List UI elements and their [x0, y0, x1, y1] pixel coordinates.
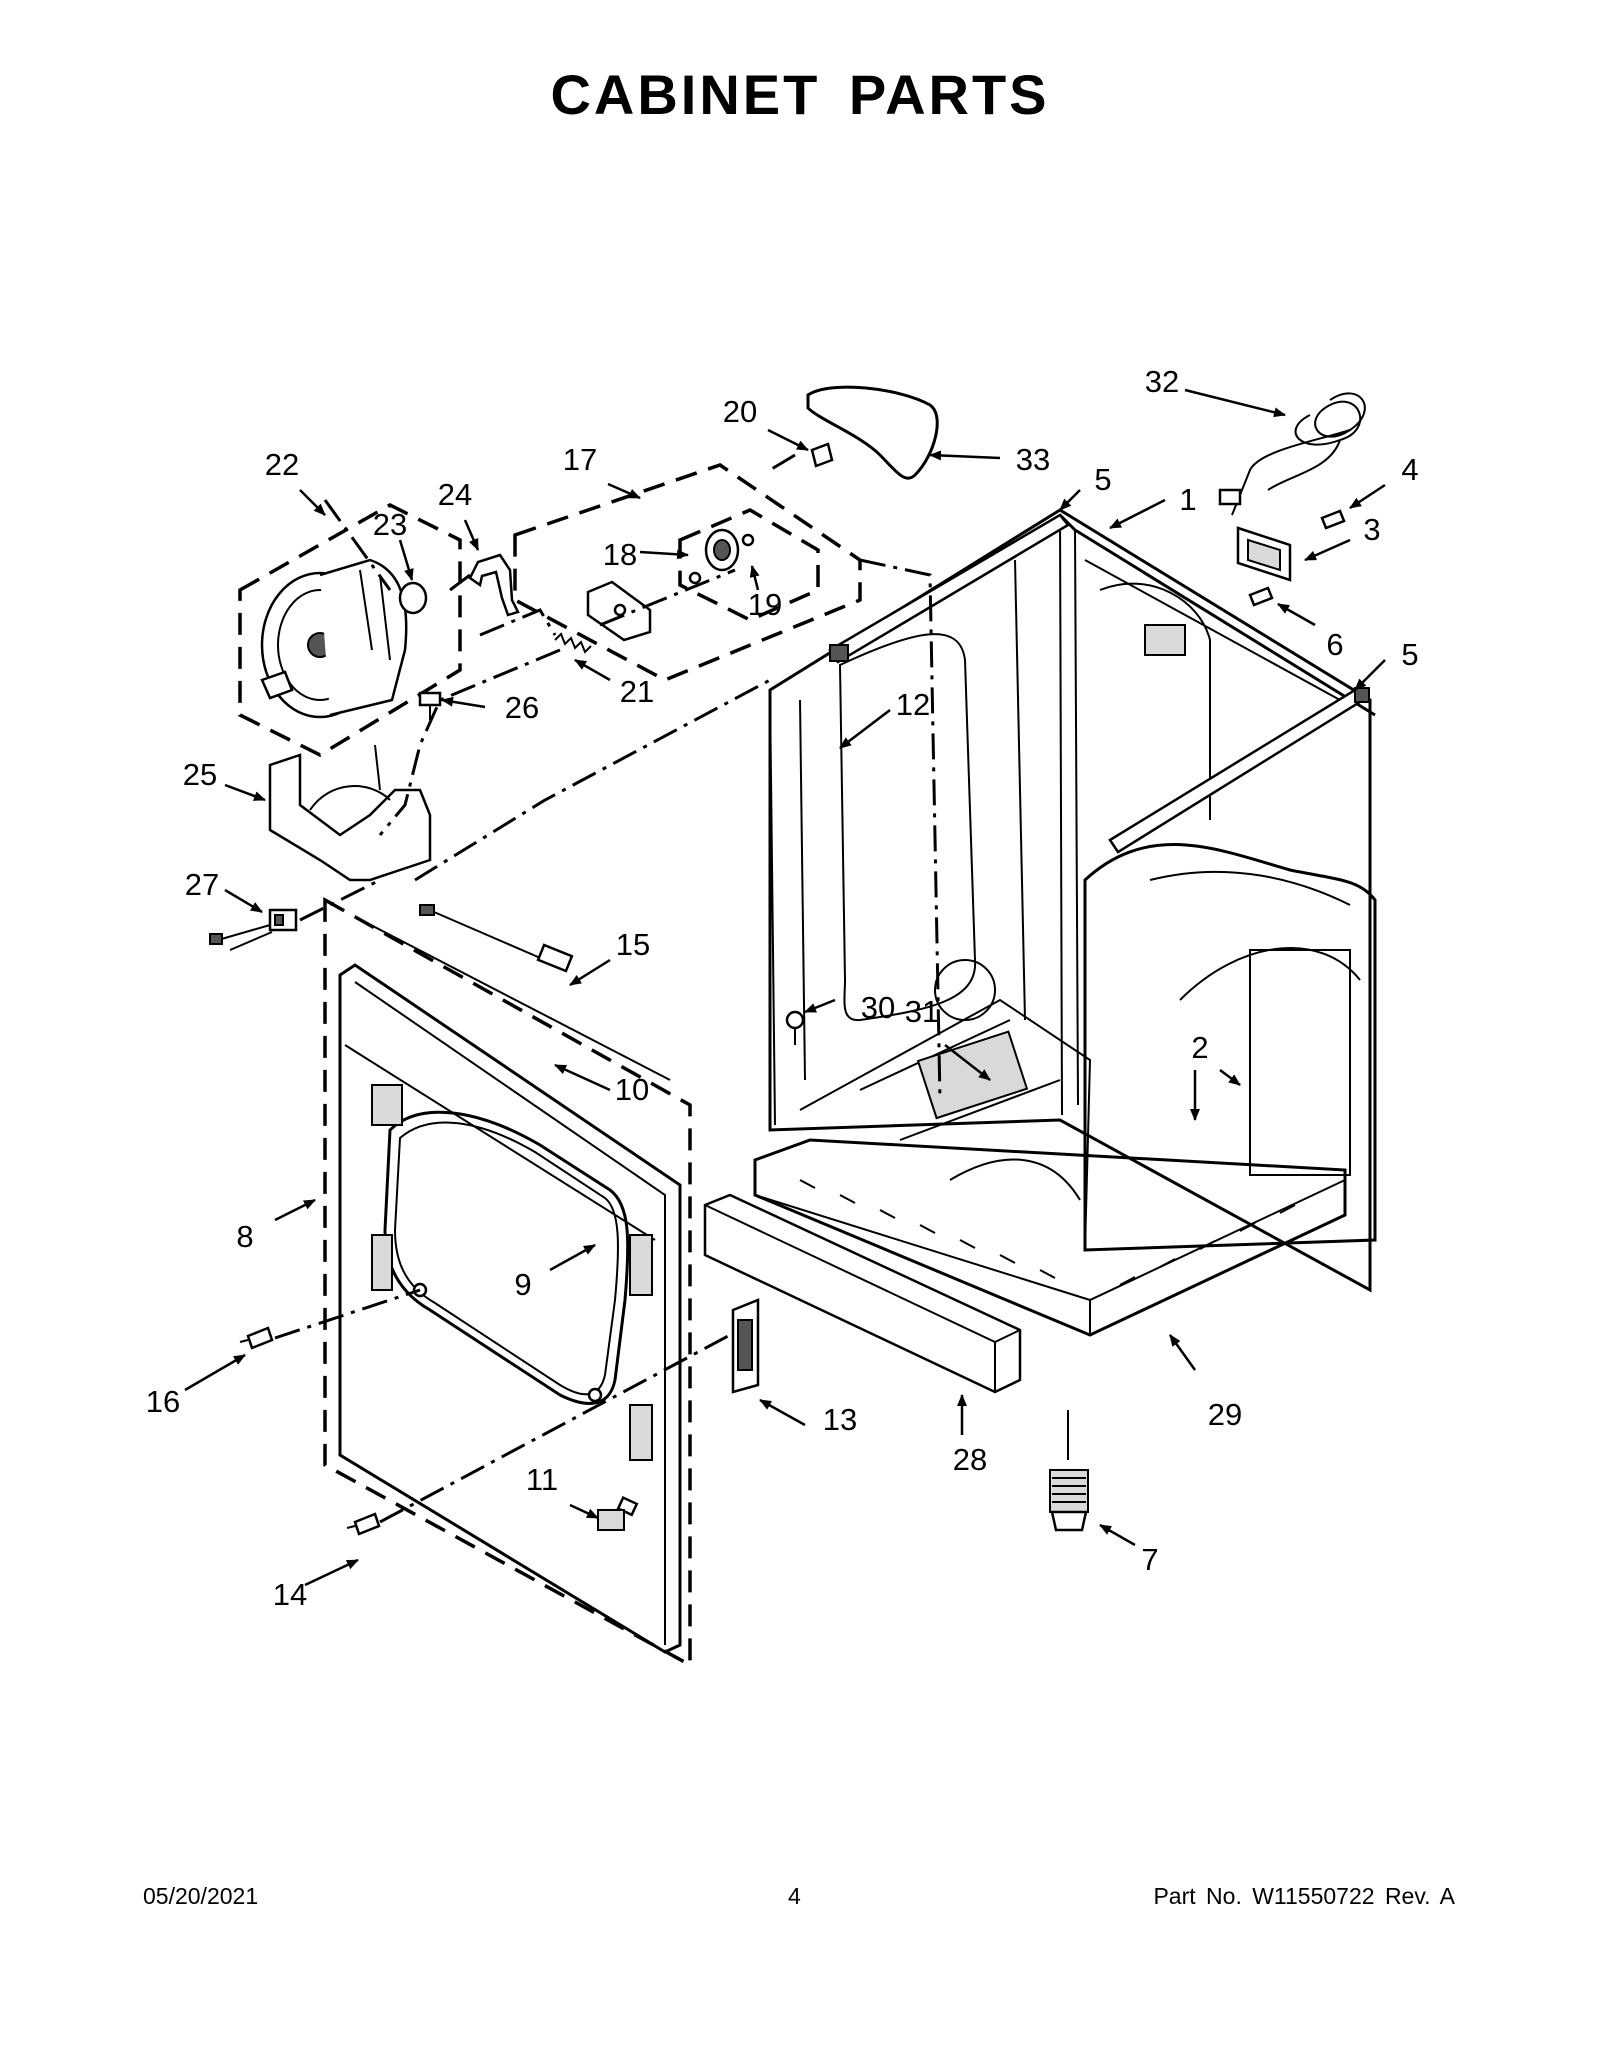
- motor-mount-part: [268, 744, 432, 882]
- callout-12: 12: [896, 687, 930, 722]
- callout-11: 11: [526, 1462, 558, 1497]
- callout-4: 4: [1401, 452, 1418, 487]
- motor-part: [260, 558, 408, 719]
- callout-15: 15: [616, 927, 650, 962]
- power-cord-part: [1218, 392, 1366, 516]
- page-number: 4: [788, 1883, 801, 1909]
- callout-10: 10: [615, 1072, 649, 1107]
- callout-27: 27: [185, 867, 219, 902]
- screw-part: [785, 1010, 805, 1045]
- motor-bracket-part: [468, 553, 520, 617]
- callout-24: 24: [438, 477, 472, 512]
- callout-6: 6: [1326, 627, 1343, 662]
- callout-31: 31: [905, 994, 939, 1029]
- part-number: Part No. W11550722 Rev. A: [1153, 1883, 1455, 1909]
- badge-part: [597, 1509, 625, 1531]
- callout-28: 28: [953, 1442, 987, 1477]
- callout-32: 32: [1145, 364, 1179, 399]
- drive-belt-part: [806, 385, 939, 480]
- motor-boundary: [238, 503, 462, 757]
- callout-13: 13: [823, 1402, 857, 1437]
- callout-arrows: [184, 388, 1386, 1587]
- toe-panel-part: [703, 1193, 1022, 1394]
- callout-33: 33: [1016, 442, 1050, 477]
- footer-date: 05/20/2021: [143, 1883, 259, 1909]
- callout-14: 14: [273, 1577, 307, 1612]
- callout-17: 17: [563, 442, 597, 477]
- callout-18: 18: [603, 537, 637, 572]
- drive-assembly-boundary: [513, 463, 862, 682]
- callout-21: 21: [620, 674, 654, 709]
- base-part: [753, 1138, 1347, 1337]
- front-panel-boundary: [323, 897, 692, 1668]
- screw-part: [239, 1326, 381, 1536]
- callout-23: 23: [373, 507, 407, 542]
- trim-strip-part: [364, 921, 671, 1081]
- assembly-lines: [274, 453, 942, 1524]
- callout-8: 8: [236, 1219, 253, 1254]
- callout-20: 20: [723, 394, 757, 429]
- callout-3: 3: [1363, 512, 1380, 547]
- callout-19: 19: [748, 587, 782, 622]
- idler-pulley-part: [688, 528, 755, 585]
- callout-26: 26: [505, 690, 539, 725]
- callout-9: 9: [514, 1267, 531, 1302]
- cabinet-part: [768, 508, 1377, 1293]
- callout-1: 1: [1179, 482, 1196, 517]
- leveling-leg-part: [1049, 1410, 1089, 1532]
- terminal-block-part: [1236, 526, 1292, 582]
- callout-7: 7: [1141, 1542, 1158, 1577]
- page-title: CABINET PARTS: [550, 63, 1050, 126]
- idler-spring-part: [554, 632, 592, 654]
- callout-5b: 5: [1401, 637, 1418, 672]
- callout-16: 16: [146, 1384, 180, 1419]
- pulley-boundary: [678, 508, 820, 622]
- callout-25: 25: [183, 757, 217, 792]
- screw-part: [418, 691, 442, 720]
- hinge-bracket-part: [731, 1298, 760, 1394]
- callout-30: 30: [861, 990, 895, 1025]
- clip-part: [398, 581, 428, 615]
- idler-bracket-part: [586, 580, 652, 642]
- callout-5a: 5: [1094, 462, 1111, 497]
- callout-29: 29: [1208, 1397, 1242, 1432]
- sensor-part: [209, 908, 298, 951]
- front-panel-part: [338, 963, 682, 1654]
- callout-22: 22: [265, 447, 299, 482]
- screw-part: [810, 442, 834, 468]
- harness-part: [419, 904, 574, 973]
- callout-2: 2: [1191, 1030, 1208, 1065]
- screw-part: [1248, 509, 1346, 607]
- callout-labels: 1 2 3 4 5 5 6 7 8 9 10 11 12 13 14 15 16…: [146, 364, 1419, 1612]
